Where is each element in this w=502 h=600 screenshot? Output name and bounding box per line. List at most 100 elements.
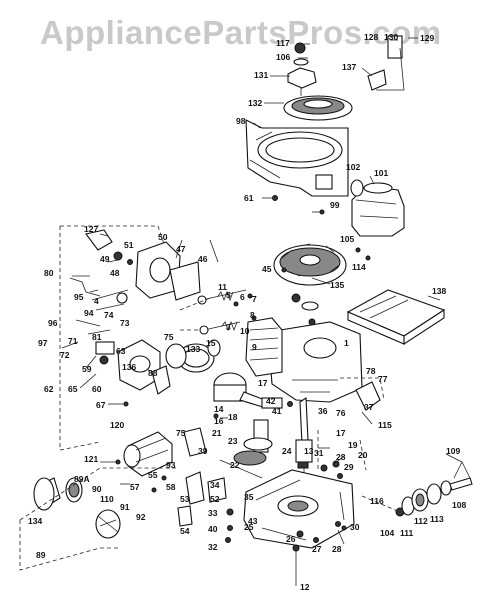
part-label: 72 bbox=[60, 350, 70, 360]
leader-lines bbox=[19, 37, 463, 571]
part-label: 46 bbox=[198, 254, 208, 264]
part-label: 131 bbox=[254, 70, 268, 80]
part-label: 32 bbox=[208, 542, 218, 552]
part-label: 20 bbox=[358, 450, 368, 460]
part-label: 99 bbox=[330, 200, 340, 210]
part-label: 18 bbox=[228, 412, 238, 422]
part-label: 37 bbox=[364, 402, 374, 412]
part-label: 30 bbox=[350, 522, 360, 532]
part-label: 114 bbox=[352, 262, 366, 272]
part-label: 11 bbox=[218, 282, 227, 292]
part-label: 40 bbox=[208, 524, 218, 534]
part-number-labels: 117 106 131 132 98 128 130 129 137 102 1… bbox=[28, 32, 466, 592]
muffler-guard-parts bbox=[33, 477, 121, 539]
part-label: 26 bbox=[286, 534, 296, 544]
sump-small-parts bbox=[225, 447, 347, 586]
part-label: 132 bbox=[248, 98, 262, 108]
part-label: 109 bbox=[446, 446, 460, 456]
part-label: 47 bbox=[176, 244, 186, 254]
part-label: 5 bbox=[226, 290, 231, 300]
flywheel bbox=[273, 243, 347, 326]
blower-housing bbox=[245, 119, 349, 201]
carburetor-mount-plate bbox=[135, 241, 201, 301]
governor-brackets bbox=[151, 427, 263, 527]
part-label: 113 bbox=[430, 514, 444, 524]
part-label: 108 bbox=[452, 500, 466, 510]
part-label: 13 bbox=[304, 446, 314, 456]
part-label: 136 bbox=[122, 362, 136, 372]
part-label: 3 bbox=[226, 322, 231, 332]
part-label: 129 bbox=[420, 33, 434, 43]
part-label: 27 bbox=[312, 544, 322, 554]
part-label: 24 bbox=[282, 446, 292, 456]
part-label: 16 bbox=[214, 416, 224, 426]
part-label: 21 bbox=[212, 428, 222, 438]
part-label: 53 bbox=[180, 494, 190, 504]
part-label: 7 bbox=[252, 294, 257, 304]
part-label: 97 bbox=[38, 338, 48, 348]
part-label: 89A bbox=[74, 474, 90, 484]
part-label: 77 bbox=[378, 374, 388, 384]
part-label: 98 bbox=[236, 116, 246, 126]
part-label: 10 bbox=[240, 326, 250, 336]
pto-adapter-parts bbox=[395, 461, 473, 517]
part-label: 75 bbox=[176, 428, 186, 438]
part-label: 41 bbox=[272, 406, 282, 416]
part-label: 19 bbox=[348, 440, 358, 450]
part-label: 25 bbox=[244, 522, 254, 532]
part-label: 57 bbox=[130, 482, 140, 492]
part-label: 115 bbox=[378, 420, 392, 430]
camshaft bbox=[233, 419, 273, 466]
part-label: 76 bbox=[336, 408, 346, 418]
part-label: 52 bbox=[210, 494, 220, 504]
part-label: 58 bbox=[166, 482, 176, 492]
part-label: 39 bbox=[198, 446, 208, 456]
part-label: 92 bbox=[136, 512, 146, 522]
part-label: 54 bbox=[180, 526, 190, 536]
piston-rings bbox=[165, 339, 221, 373]
part-label: 95 bbox=[74, 292, 84, 302]
oil-fill-tube bbox=[355, 381, 381, 425]
part-label: 71 bbox=[68, 336, 78, 346]
starter-rope-parts bbox=[367, 35, 405, 91]
part-label: 138 bbox=[432, 286, 446, 296]
tank-mount-screws bbox=[312, 209, 371, 261]
part-label: 121 bbox=[84, 454, 98, 464]
part-label: 74 bbox=[104, 310, 114, 320]
part-label: 33 bbox=[208, 508, 218, 518]
part-label: 90 bbox=[92, 484, 102, 494]
part-label: 130 bbox=[384, 32, 398, 42]
part-label: 120 bbox=[110, 420, 124, 430]
part-label: 48 bbox=[110, 268, 120, 278]
part-label: 112 bbox=[414, 516, 428, 526]
piston-and-connecting-rod bbox=[213, 372, 293, 419]
watermark-text: AppliancePartsPros.com bbox=[40, 14, 442, 51]
part-label: 93 bbox=[166, 460, 176, 470]
part-label: 105 bbox=[340, 234, 354, 244]
part-label: 127 bbox=[84, 224, 98, 234]
part-label: 65 bbox=[68, 384, 78, 394]
part-label: 106 bbox=[276, 52, 290, 62]
part-label: 62 bbox=[44, 384, 54, 394]
starter-pulley-parts bbox=[283, 42, 353, 121]
part-label: 43 bbox=[248, 516, 258, 526]
part-label: 50 bbox=[158, 232, 168, 242]
part-label: 133 bbox=[186, 344, 200, 354]
crankshaft bbox=[295, 397, 313, 476]
part-label: 75 bbox=[164, 332, 174, 342]
part-label: 55 bbox=[148, 470, 158, 480]
part-label: 101 bbox=[374, 168, 388, 178]
carburetor bbox=[61, 319, 171, 407]
part-label: 14 bbox=[214, 404, 224, 414]
part-label: 73 bbox=[120, 318, 130, 328]
part-label: 12 bbox=[300, 582, 310, 592]
part-label: 23 bbox=[228, 436, 238, 446]
part-label: 80 bbox=[44, 268, 54, 278]
part-label: 94 bbox=[84, 308, 94, 318]
part-label: 22 bbox=[230, 460, 240, 470]
part-label: 28 bbox=[332, 544, 342, 554]
part-label: 134 bbox=[28, 516, 42, 526]
part-label: 67 bbox=[96, 400, 106, 410]
part-label: 49 bbox=[100, 254, 110, 264]
